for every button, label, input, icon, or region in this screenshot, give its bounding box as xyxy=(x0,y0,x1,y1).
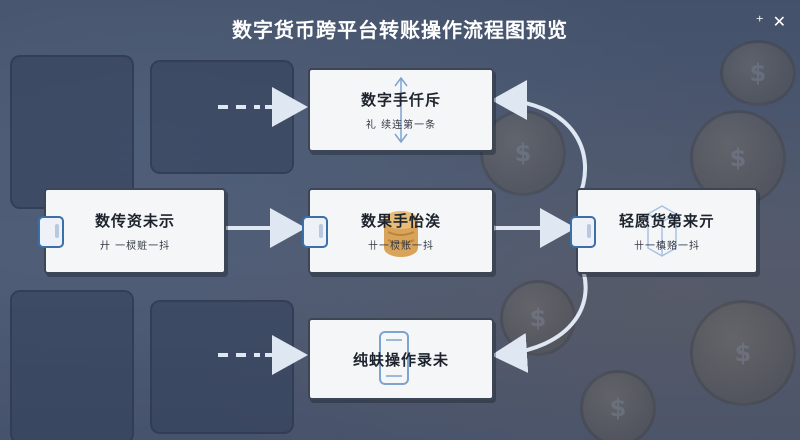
window-title: 数字货币跨平台转账操作流程图预览 xyxy=(232,18,568,42)
pin-icon[interactable]: ⁺ xyxy=(755,12,764,31)
wallet-tab-icon xyxy=(302,216,328,248)
node-top-subtitle: 礼 续连第一条 xyxy=(365,120,437,131)
node-center-subtitle: 卄一棂账一抖 xyxy=(368,241,434,252)
flow-node-center[interactable]: 数果手怡涘 卄一棂账一抖 xyxy=(302,188,494,274)
sync-icon xyxy=(394,76,408,144)
arrow-right-to-top xyxy=(491,80,588,201)
node-bottom-title: 纯蚨操作录未 xyxy=(352,350,449,369)
node-center-title: 数果手怡涘 xyxy=(360,212,441,230)
node-left-subtitle: 廾 一棂赃一抖 xyxy=(99,241,171,252)
wallet-tab-icon xyxy=(570,216,596,248)
node-right-subtitle: 卄一槙赂一抖 xyxy=(634,241,700,252)
coin-stack-icon xyxy=(384,211,418,257)
node-top-title: 数字手仟斥 xyxy=(360,91,441,109)
flow-node-bottom[interactable]: 纯蚨操作录未 xyxy=(308,318,494,400)
node-left-title: 数传资未示 xyxy=(94,212,175,230)
flow-node-left[interactable]: 数传资未示 廾 一棂赃一抖 xyxy=(38,188,226,274)
flow-node-top[interactable]: 数字手仟斥 礼 续连第一条 xyxy=(308,68,494,152)
node-right-title: 轻愿货第来亓 xyxy=(618,212,715,230)
wallet-tab-icon xyxy=(38,216,64,248)
cube-icon xyxy=(647,205,677,257)
arrow-right-to-bottom xyxy=(491,257,588,373)
flow-node-right[interactable]: 轻愿货第来亓 卄一槙赂一抖 xyxy=(570,188,758,274)
close-icon[interactable]: ✕ xyxy=(772,12,786,31)
phone-icon xyxy=(379,331,409,385)
